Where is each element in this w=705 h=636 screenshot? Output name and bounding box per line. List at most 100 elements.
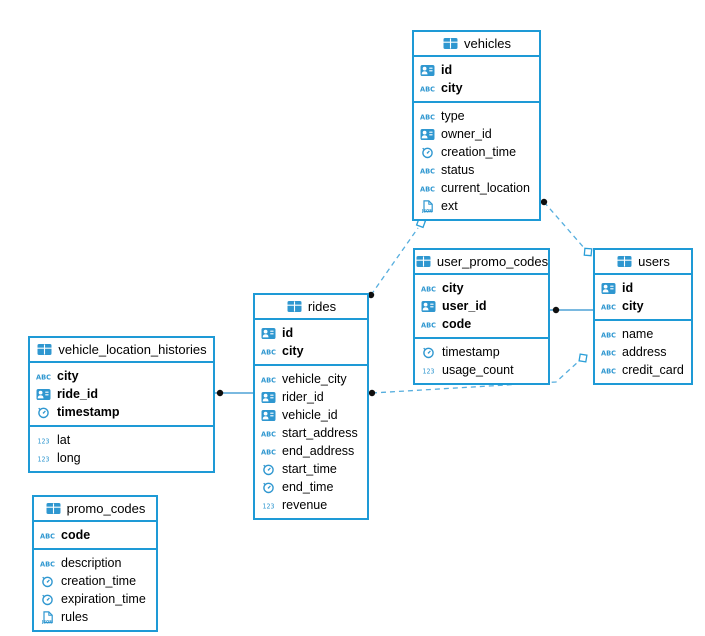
- column-rides-rider_id[interactable]: rider_id: [255, 388, 367, 406]
- column-vehicles-owner_id[interactable]: owner_id: [414, 125, 539, 143]
- column-rides-id[interactable]: id: [255, 324, 367, 342]
- column-users-address[interactable]: ABC address: [595, 343, 691, 361]
- table-users[interactable]: users id ABC city ABC name ABC address A…: [593, 248, 693, 385]
- column-label: city: [622, 299, 644, 313]
- column-user_promo_codes-timestamp[interactable]: timestamp: [415, 343, 548, 361]
- person-id-icon: [420, 300, 437, 313]
- column-label: vehicle_city: [282, 372, 347, 386]
- table-promo_codes[interactable]: promo_codes ABC code ABC description cre…: [32, 495, 158, 632]
- abc-string-icon: ABC: [600, 346, 617, 359]
- table-header[interactable]: users: [595, 250, 691, 275]
- table-title: rides: [307, 299, 337, 314]
- json-document-icon: JSON: [39, 610, 56, 624]
- table-rides[interactable]: rides id ABC city ABC vehicle_city rider…: [253, 293, 369, 520]
- table-header[interactable]: promo_codes: [34, 497, 156, 522]
- table-header[interactable]: user_promo_codes: [415, 250, 548, 275]
- column-vehicles-creation_time[interactable]: creation_time: [414, 143, 539, 161]
- column-users-id[interactable]: id: [595, 279, 691, 297]
- table-icon: [286, 300, 303, 313]
- column-vehicles-status[interactable]: ABC status: [414, 161, 539, 179]
- abc-string-icon: ABC: [419, 110, 436, 123]
- relation-line[interactable]: [543, 201, 586, 250]
- column-label: end_address: [282, 444, 355, 458]
- columns-section: 123 lat 123 long: [30, 427, 213, 471]
- abc-string-icon: ABC: [600, 300, 617, 313]
- column-promo_codes-rules[interactable]: JSON rules: [34, 608, 156, 626]
- clock-timestamp-icon: [260, 481, 277, 494]
- column-promo_codes-code[interactable]: ABC code: [34, 526, 156, 544]
- table-vehicles[interactable]: vehicles id ABC city ABC type owner_id c…: [412, 30, 541, 221]
- clock-timestamp-icon: [419, 146, 436, 159]
- column-label: ride_id: [57, 387, 98, 401]
- person-id-icon: [600, 282, 617, 295]
- table-user_promo_codes[interactable]: user_promo_codes ABC city user_id ABC co…: [413, 248, 550, 385]
- column-vehicles-type[interactable]: ABC type: [414, 107, 539, 125]
- table-title: users: [638, 254, 670, 269]
- column-vehicles-current_location[interactable]: ABC current_location: [414, 179, 539, 197]
- person-id-icon: [260, 327, 277, 340]
- table-title: vehicle_location_histories: [58, 342, 207, 357]
- svg-text:123: 123: [263, 502, 275, 510]
- column-user_promo_codes-city[interactable]: ABC city: [415, 279, 548, 297]
- column-promo_codes-description[interactable]: ABC description: [34, 554, 156, 572]
- column-rides-vehicle_city[interactable]: ABC vehicle_city: [255, 370, 367, 388]
- column-users-city[interactable]: ABC city: [595, 297, 691, 315]
- column-label: code: [442, 317, 472, 331]
- table-vehicle_location_histories[interactable]: vehicle_location_histories ABC city ride…: [28, 336, 215, 473]
- abc-string-icon: ABC: [419, 182, 436, 195]
- column-label: id: [282, 326, 294, 340]
- relation-line[interactable]: [370, 227, 419, 296]
- column-rides-end_time[interactable]: end_time: [255, 478, 367, 496]
- column-label: timestamp: [442, 345, 500, 359]
- column-user_promo_codes-code[interactable]: ABC code: [415, 315, 548, 333]
- column-vehicle_location_histories-city[interactable]: ABC city: [30, 367, 213, 385]
- relation-dot-marker: [540, 198, 548, 206]
- column-rides-city[interactable]: ABC city: [255, 342, 367, 360]
- column-vehicle_location_histories-long[interactable]: 123 long: [30, 449, 213, 467]
- column-vehicle_location_histories-lat[interactable]: 123 lat: [30, 431, 213, 449]
- clock-timestamp-icon: [420, 346, 437, 359]
- column-user_promo_codes-usage_count[interactable]: 123 usage_count: [415, 361, 548, 379]
- primary-key-section: id ABC city: [255, 320, 367, 366]
- json-document-icon: JSON: [419, 199, 436, 213]
- clock-timestamp-icon: [35, 406, 52, 419]
- column-rides-start_address[interactable]: ABC start_address: [255, 424, 367, 442]
- column-user_promo_codes-user_id[interactable]: user_id: [415, 297, 548, 315]
- abc-string-icon: ABC: [600, 328, 617, 341]
- column-vehicles-id[interactable]: id: [414, 61, 539, 79]
- abc-string-icon: ABC: [420, 318, 437, 331]
- column-rides-revenue[interactable]: 123 revenue: [255, 496, 367, 514]
- clock-timestamp-icon: [39, 575, 56, 588]
- svg-text:ABC: ABC: [420, 167, 435, 175]
- relation-vehicle_location_histories-rides: [215, 389, 253, 397]
- svg-text:ABC: ABC: [421, 285, 436, 293]
- column-label: lat: [57, 433, 71, 447]
- column-rides-start_time[interactable]: start_time: [255, 460, 367, 478]
- column-users-name[interactable]: ABC name: [595, 325, 691, 343]
- abc-string-icon: ABC: [35, 370, 52, 383]
- column-label: id: [441, 63, 453, 77]
- abc-string-icon: ABC: [419, 164, 436, 177]
- column-promo_codes-creation_time[interactable]: creation_time: [34, 572, 156, 590]
- table-header[interactable]: vehicles: [414, 32, 539, 57]
- column-vehicle_location_histories-ride_id[interactable]: ride_id: [30, 385, 213, 403]
- column-vehicle_location_histories-timestamp[interactable]: timestamp: [30, 403, 213, 421]
- relation-line[interactable]: [371, 360, 580, 394]
- column-label: end_time: [282, 480, 334, 494]
- column-rides-end_address[interactable]: ABC end_address: [255, 442, 367, 460]
- table-header[interactable]: rides: [255, 295, 367, 320]
- column-vehicles-ext[interactable]: JSON ext: [414, 197, 539, 215]
- column-promo_codes-expiration_time[interactable]: expiration_time: [34, 590, 156, 608]
- svg-text:ABC: ABC: [421, 321, 436, 329]
- primary-key-section: id ABC city: [595, 275, 691, 321]
- relation-dot-marker: [368, 389, 376, 397]
- column-rides-vehicle_id[interactable]: vehicle_id: [255, 406, 367, 424]
- column-label: rules: [61, 610, 89, 624]
- column-users-credit_card[interactable]: ABC credit_card: [595, 361, 691, 379]
- primary-key-section: id ABC city: [414, 57, 539, 103]
- column-label: expiration_time: [61, 592, 146, 606]
- column-label: id: [622, 281, 634, 295]
- table-header[interactable]: vehicle_location_histories: [30, 338, 213, 363]
- column-vehicles-city[interactable]: ABC city: [414, 79, 539, 97]
- columns-section: ABC vehicle_city rider_id vehicle_id ABC…: [255, 366, 367, 518]
